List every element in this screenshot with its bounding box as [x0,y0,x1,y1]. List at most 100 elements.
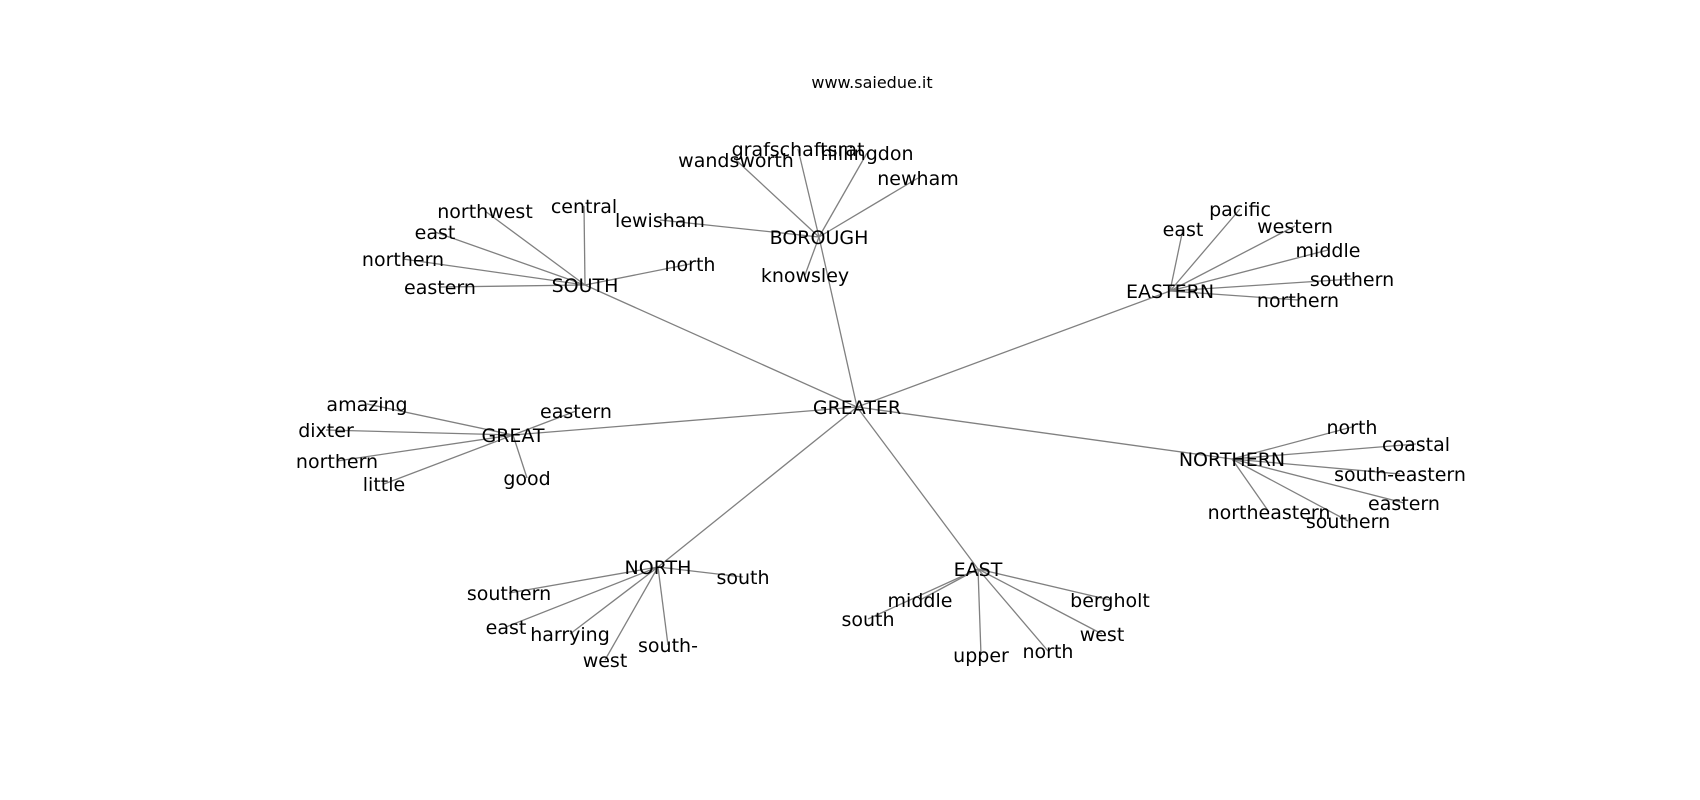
edge-south-central [583,205,586,286]
leaf-northern-north: north [1327,417,1378,439]
edge-greater-east [856,406,979,570]
leaf-eastern-western: western [1257,216,1333,238]
edge-eastern-pacific [1169,208,1241,292]
edge-eastern-western [1169,225,1296,292]
edge-northern-north [1231,426,1353,460]
leaf-borough-lewisham: lewisham [615,210,705,232]
leaf-great-northern: northern [296,451,378,473]
leaf-east-north: north [1023,641,1074,663]
leaf-south-east: east [415,222,456,244]
leaf-north-south: south- [638,635,698,657]
leaf-northern-eastern: eastern [1368,493,1440,515]
leaf-south-northwest: northwest [437,201,533,223]
leaf-eastern-east: east [1163,219,1204,241]
edge-borough-knowsley [804,236,820,276]
node-borough: BOROUGH [770,227,869,249]
leaf-east-middle: middle [888,590,953,612]
leaf-east-west: west [1080,624,1125,646]
leaf-north-harrying: harrying [530,624,610,646]
leaf-northern-south-eastern: south-eastern [1334,464,1466,486]
edge-north-east [505,566,659,628]
leaf-east-bergholt: bergholt [1070,590,1150,612]
edge-east-south [867,568,979,620]
leaf-south-eastern: eastern [404,277,476,299]
leaf-east-south: south [841,609,894,631]
edge-east-upper [977,568,982,656]
edge-north-south [657,566,744,578]
labels-layer: www.saiedue.it GREATERSOUTHcentralnorthw… [296,73,1466,672]
leaf-great-amazing: amazing [326,394,407,416]
edge-northern-coastal [1231,443,1417,460]
edge-greater-borough [818,236,858,408]
edge-north-west [604,566,659,661]
leaf-great-little: little [363,474,405,496]
edge-greater-eastern [856,290,1171,408]
edge-great-dixter [325,429,514,436]
edge-greater-great [512,406,858,436]
node-north: NORTH [625,557,692,579]
node-east: EAST [954,559,1003,581]
leaf-north-east: east [486,617,527,639]
edge-borough-lewisham [659,219,820,238]
edge-northern-southern [1231,458,1349,522]
edge-east-bergholt [977,568,1111,601]
edge-greater-northern [856,406,1233,460]
edge-greater-north [657,406,858,568]
edge-great-eastern [512,410,577,436]
edge-south-north [584,263,691,286]
edge-south-eastern [439,284,586,288]
edge-great-little [383,434,514,485]
edges-layer [325,148,1417,661]
edge-south-northern [402,258,586,286]
node-great: GREAT [481,425,544,447]
leaf-south-northern: northern [362,249,444,271]
edge-borough-grafschaftsrat [797,148,820,238]
leaf-north-south: south [716,567,769,589]
edge-great-northern [336,434,514,462]
leaf-east-upper: upper [953,645,1009,667]
edge-great-good [512,434,528,479]
leaf-great-eastern: eastern [540,401,612,423]
leaf-great-good: good [503,468,550,490]
edge-borough-hillingdon [818,152,868,238]
edge-northern-northeastern [1231,458,1270,513]
edge-eastern-southern [1169,278,1353,292]
leaf-south-central: central [551,196,617,218]
node-greater: GREATER [813,397,901,419]
edge-borough-newham [818,177,919,238]
diagram-title: www.saiedue.it [811,73,932,92]
edge-north-southern [508,566,659,594]
edge-northern-south-eastern [1231,458,1401,475]
leaf-northern-northeastern: northeastern [1208,502,1331,524]
edge-great-amazing [366,403,514,436]
leaf-eastern-southern: southern [1310,269,1394,291]
leaf-borough-wandsworth: wandsworth [678,150,794,172]
edge-eastern-east [1169,228,1184,292]
leaf-eastern-northern: northern [1257,290,1339,312]
node-eastern: EASTERN [1126,281,1214,303]
edge-south-northwest [484,210,586,286]
leaf-northern-coastal: coastal [1382,434,1450,456]
leaf-south-north: north [665,254,716,276]
edge-eastern-middle [1169,249,1329,292]
edge-greater-south [584,284,858,408]
edge-south-east [434,231,586,286]
edge-northern-eastern [1231,458,1405,504]
leaf-eastern-pacific: pacific [1209,199,1271,221]
node-northern: NORTHERN [1179,449,1285,471]
leaf-north-southern: southern [467,583,551,605]
edge-east-north [977,568,1049,652]
node-south: SOUTH [552,275,619,297]
leaf-northern-southern: southern [1306,511,1390,533]
leaf-north-west: west [583,650,628,672]
leaf-eastern-middle: middle [1296,240,1361,262]
leaf-borough-newham: newham [877,168,958,190]
leaf-great-dixter: dixter [298,420,354,442]
edge-north-harrying [569,566,659,635]
leaf-borough-hillingdon: hillingdon [821,143,914,165]
edge-east-west [977,568,1103,635]
edge-eastern-northern [1169,290,1299,301]
edge-east-middle [919,568,979,601]
edge-borough-wandsworth [735,159,820,238]
